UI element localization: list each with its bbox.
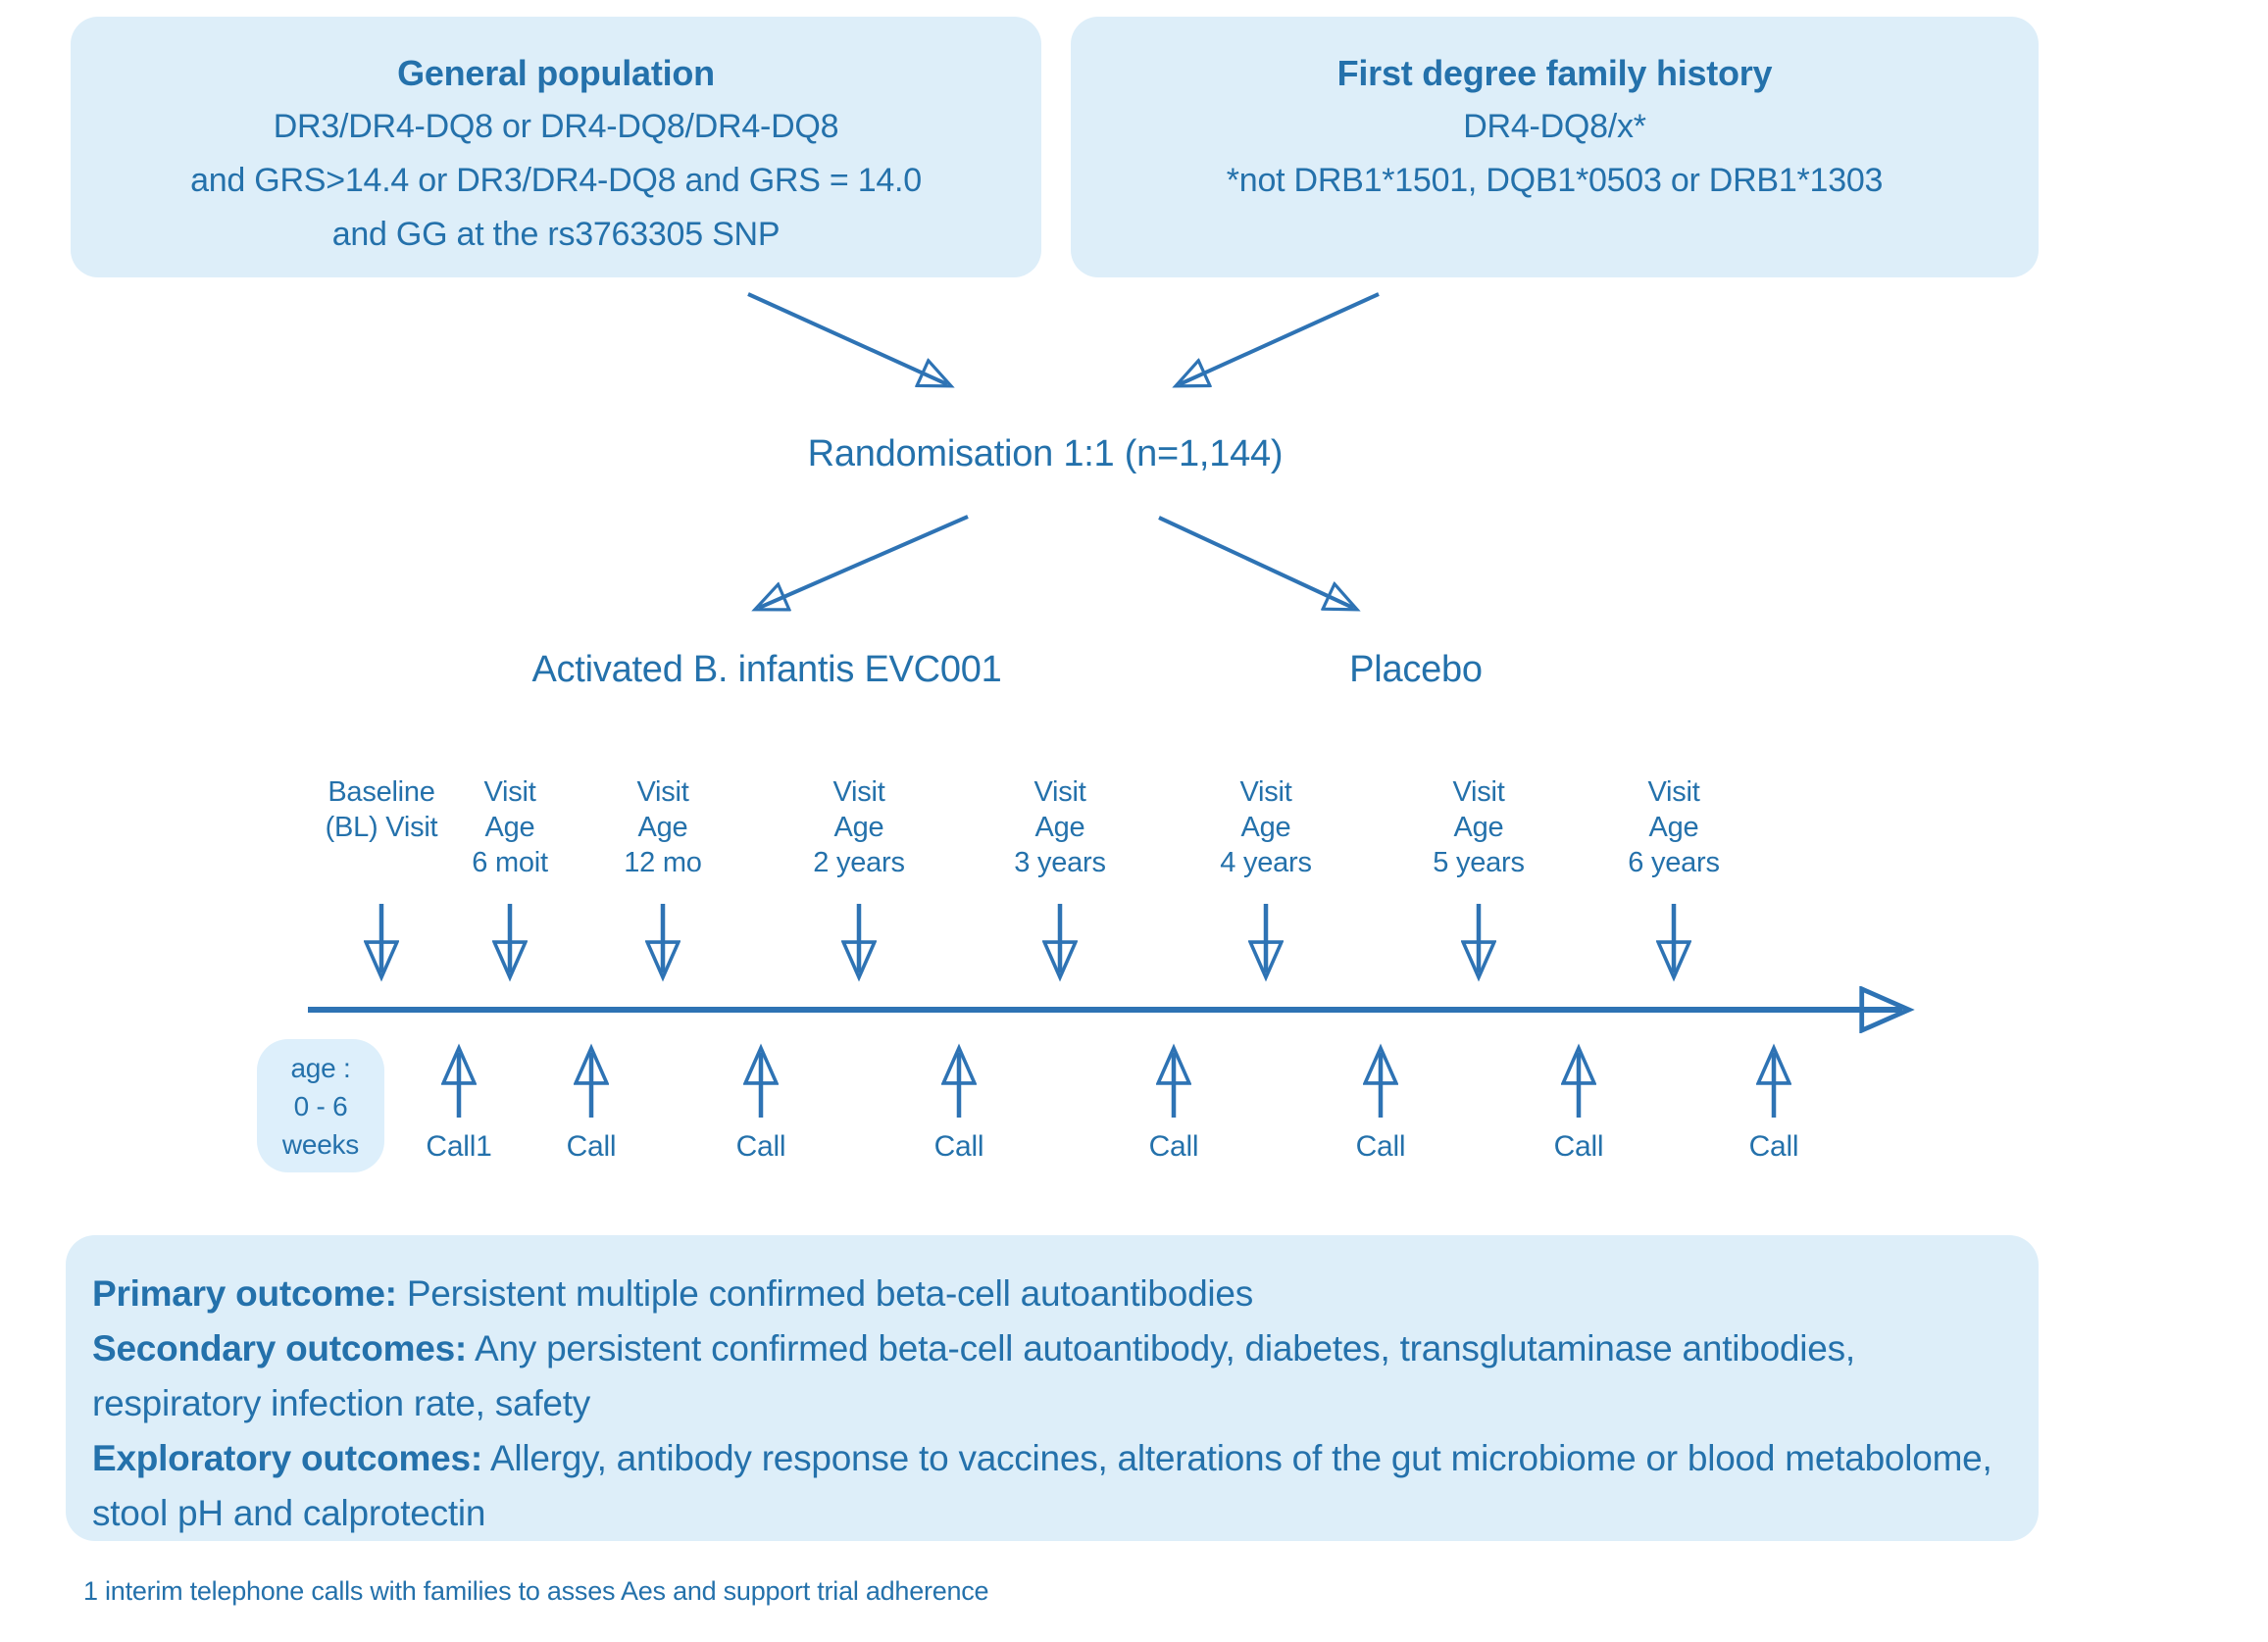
exploratory-outcomes-label: Exploratory outcomes: xyxy=(92,1438,482,1478)
call-label-5: Call xyxy=(1148,1130,1199,1163)
arrow-randomisation-to-treatment xyxy=(759,515,969,608)
arrow-family-to-randomisation xyxy=(1180,292,1380,384)
call-label-1: Call1 xyxy=(426,1130,492,1163)
treatment-arm-label: Activated B. infantis EVC001 xyxy=(531,649,1002,690)
call-label-4: Call xyxy=(933,1130,984,1163)
call-label-7: Call xyxy=(1553,1130,1604,1163)
age-window-box: age : 0 - 6 weeks xyxy=(257,1039,384,1172)
arrow-general-to-randomisation xyxy=(747,292,947,384)
criteria-line: DR4-DQ8/x* xyxy=(1463,108,1646,145)
visit-label-3y: Visit Age 3 years xyxy=(1014,776,1106,878)
secondary-outcomes-label: Secondary outcomes: xyxy=(92,1328,467,1368)
call-label-6: Call xyxy=(1355,1130,1406,1163)
call-label-2: Call xyxy=(566,1130,617,1163)
visit-label-4y: Visit Age 4 years xyxy=(1220,776,1312,878)
visit-label-5y: Visit Age 5 years xyxy=(1433,776,1525,878)
visit-label-2y: Visit Age 2 years xyxy=(813,776,905,878)
secondary-outcomes-row: Secondary outcomes: Any persistent confi… xyxy=(92,1321,2009,1431)
exploratory-outcomes-row: Exploratory outcomes: Allergy, antibody … xyxy=(92,1431,2009,1541)
arrow-randomisation-to-placebo xyxy=(1158,516,1353,608)
criteria-line: *not DRB1*1501, DQB1*0503 or DRB1*1303 xyxy=(1226,162,1884,199)
criteria-line: and GRS>14.4 or DR3/DR4-DQ8 and GRS = 14… xyxy=(190,162,922,199)
secondary-outcomes-text: Any persistent confirmed beta-cell autoa… xyxy=(92,1328,1855,1423)
randomisation-label: Randomisation 1:1 (n=1,144) xyxy=(807,433,1284,474)
family-history-box: First degree family history DR4-DQ8/x* *… xyxy=(1071,17,2039,277)
family-history-title: First degree family history xyxy=(1336,53,1773,93)
primary-outcome-row: Primary outcome: Persistent multiple con… xyxy=(92,1267,2009,1321)
call-label-8: Call xyxy=(1748,1130,1799,1163)
call-label-3: Call xyxy=(735,1130,786,1163)
visit-label-6mo: Visit Age 6 moit xyxy=(472,776,548,878)
exploratory-outcomes-text: Allergy, antibody response to vaccines, … xyxy=(92,1438,1992,1533)
criteria-line: and GG at the rs3763305 SNP xyxy=(331,216,781,253)
outcomes-box: Primary outcome: Persistent multiple con… xyxy=(66,1235,2039,1541)
footnote: 1 interim telephone calls with families … xyxy=(83,1576,989,1606)
placebo-arm-label: Placebo xyxy=(1349,649,1483,690)
visit-label-6y: Visit Age 6 years xyxy=(1628,776,1720,878)
general-population-box: General population DR3/DR4-DQ8 or DR4-DQ… xyxy=(71,17,1041,277)
primary-outcome-label: Primary outcome: xyxy=(92,1273,397,1314)
general-population-title: General population xyxy=(397,53,715,93)
primary-outcome-text: Persistent multiple confirmed beta-cell … xyxy=(406,1273,1253,1314)
visit-label-baseline: Baseline (BL) Visit xyxy=(325,776,438,843)
visit-label-12mo: Visit Age 12 mo xyxy=(624,776,702,878)
criteria-line: DR3/DR4-DQ8 or DR4-DQ8/DR4-DQ8 xyxy=(273,108,839,145)
